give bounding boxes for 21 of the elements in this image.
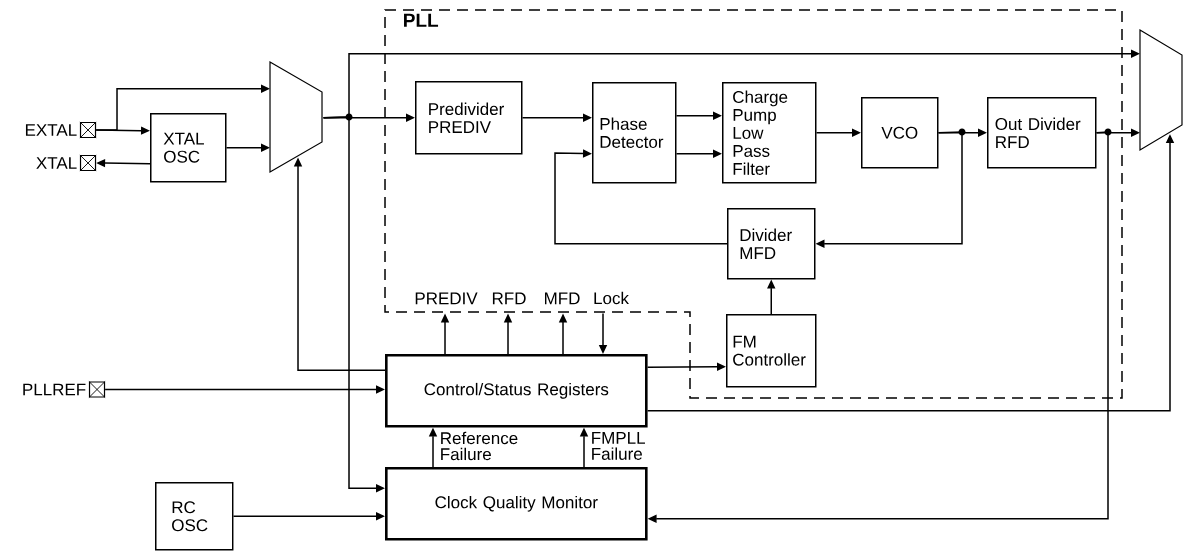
block-box: Out Divider RFD: [987, 97, 1097, 169]
block-box: Divider MFD: [727, 208, 816, 280]
pin-label: XTAL: [36, 157, 77, 169]
edge-label: PREDIV: [413, 291, 479, 306]
edge-label: RFD: [490, 291, 528, 306]
edge-label: Reference Failure: [438, 430, 525, 462]
block-box: Charge Pump Low Pass Filter: [722, 82, 817, 184]
edge-label: Lock: [592, 290, 630, 306]
edge-label: FMPLL Failure: [589, 431, 658, 461]
block-box: Control/Status Registers: [385, 354, 648, 428]
block-box: FM Controller: [726, 314, 817, 388]
block-box: Predivider PREDIV: [415, 81, 523, 155]
pin-label: PLLREF: [23, 383, 86, 396]
block-box: XTAL OSC: [150, 113, 227, 183]
arrow: [554, 149, 728, 245]
block-box: Clock Quality Monitor: [385, 467, 648, 541]
edge-label: MFD: [542, 291, 582, 306]
pin-label: EXTAL: [25, 124, 77, 136]
block-box: VCO: [861, 97, 939, 169]
block-box: RC OSC: [155, 482, 234, 551]
block-box: Phase Detector: [592, 82, 677, 184]
